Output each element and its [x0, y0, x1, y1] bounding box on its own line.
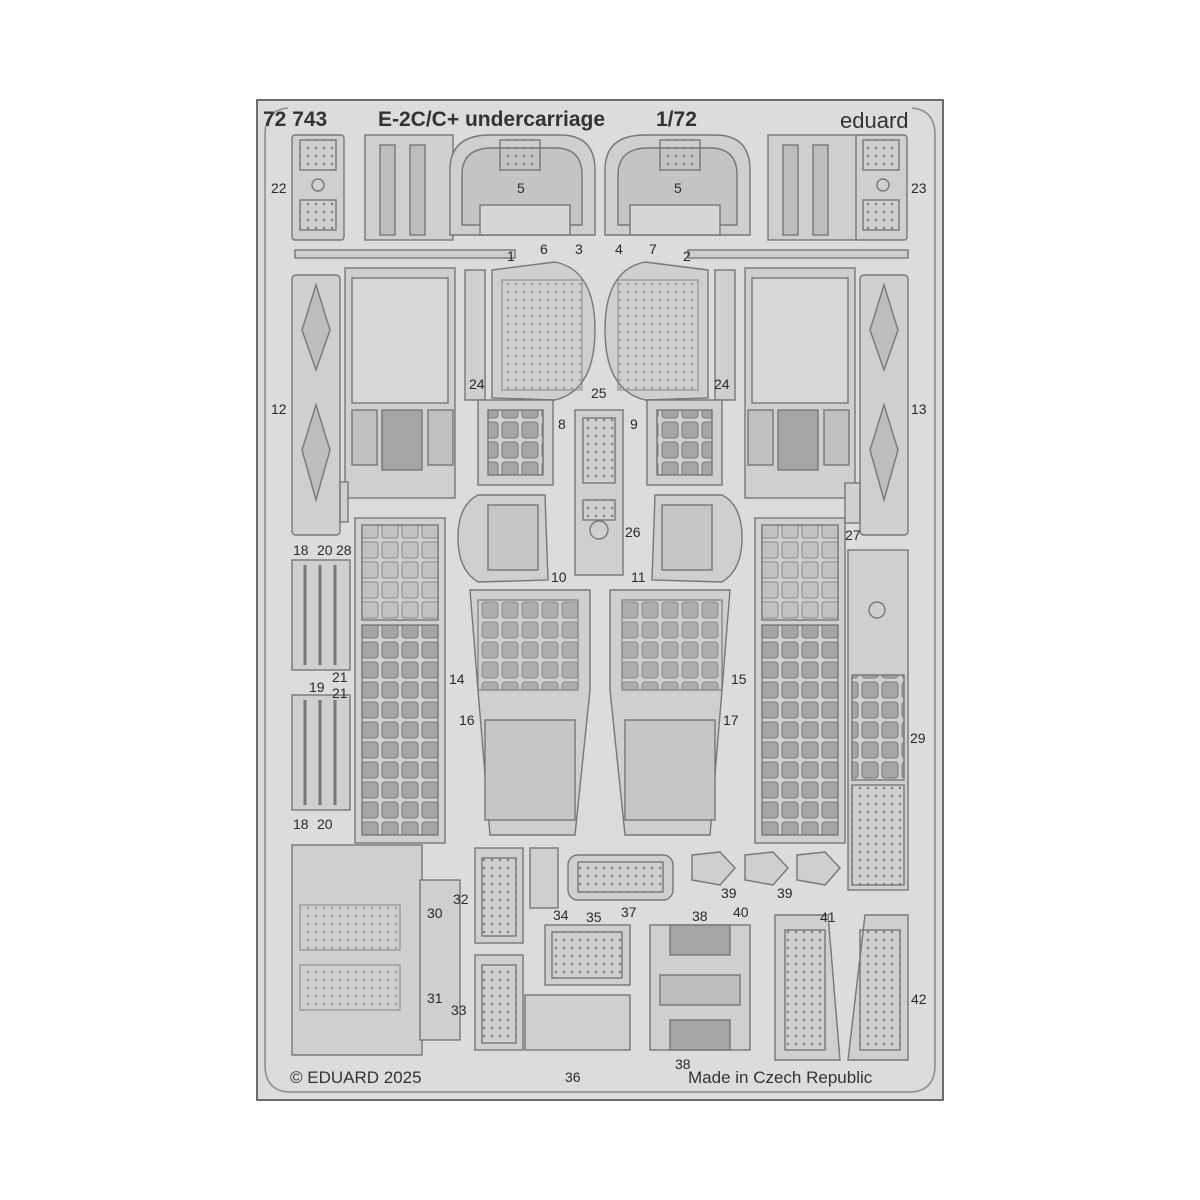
part-number-label: 41 [820, 909, 836, 925]
part-number-label: 17 [723, 712, 739, 728]
part-5-right [604, 134, 751, 236]
part-number-label: 6 [540, 241, 548, 257]
fret-inner-border [264, 107, 936, 1093]
fret-code: 72 743 [263, 108, 328, 131]
part-5-left [449, 134, 596, 236]
fret-title: E-2C/C+ undercarriage [378, 108, 606, 131]
part-38-40 [649, 924, 751, 1051]
part-11 [651, 494, 743, 583]
part-bay-left [344, 267, 456, 499]
part-number-label: 24 [714, 376, 730, 392]
part-number-label: 37 [621, 904, 637, 920]
part-number-label: 10 [551, 569, 567, 585]
part-9 [646, 399, 723, 486]
part-number-label: 21 [332, 669, 348, 685]
part-35 [544, 924, 631, 986]
part-number-label: 33 [451, 1002, 467, 1018]
fret-scale: 1/72 [656, 108, 697, 131]
part-number-label: 3 [575, 241, 583, 257]
part-14 [354, 517, 446, 844]
part-number-label: 32 [453, 891, 469, 907]
part-number-label: 40 [733, 904, 749, 920]
part-27 [844, 482, 861, 524]
part-17 [609, 589, 731, 836]
part-23 [854, 134, 908, 241]
part-22 [291, 134, 345, 241]
part-16 [469, 589, 591, 836]
part-number-label: 29 [910, 730, 926, 746]
part-12 [291, 274, 341, 536]
part-7 [604, 261, 736, 401]
part-number-label: 31 [427, 990, 443, 1006]
part-25-26 [574, 409, 624, 576]
part-number-label: 30 [427, 905, 443, 921]
part-number-label: 28 [336, 542, 352, 558]
part-41 [774, 914, 841, 1061]
part-number-label: 15 [731, 671, 747, 687]
part-number-label: 22 [271, 180, 287, 196]
part-number-label: 35 [586, 909, 602, 925]
part-number-label: 7 [649, 241, 657, 257]
brand-logo: eduard [840, 108, 909, 133]
part-number-label: 4 [615, 241, 623, 257]
part-number-label: 12 [271, 401, 287, 417]
part-42 [847, 914, 909, 1061]
part-number-label: 39 [777, 885, 793, 901]
part-number-label: 21 [332, 685, 348, 701]
part-number-label: 19 [309, 679, 325, 695]
part-18-20 [291, 559, 351, 811]
part-13 [859, 274, 909, 536]
part-number-label: 2 [683, 248, 691, 264]
part-number-label: 34 [553, 907, 569, 923]
part-29 [847, 549, 909, 891]
part-8 [477, 399, 554, 486]
part-number-label: 39 [721, 885, 737, 901]
part-36 [474, 847, 631, 1051]
part-number-label: 20 [317, 542, 333, 558]
part-bay-right [744, 267, 856, 499]
part-30-31 [291, 844, 423, 1056]
part-number-label: 24 [469, 376, 485, 392]
part-15 [754, 517, 846, 844]
part-34 [529, 847, 559, 909]
part-number-label: 5 [674, 180, 682, 196]
origin-text: Made in Czech Republic [688, 1068, 873, 1087]
part-number-label: 27 [845, 527, 861, 543]
copyright-text: © EDUARD 2025 [290, 1068, 422, 1087]
part-28 [339, 481, 349, 523]
part-6 [464, 261, 596, 401]
part-number-label: 13 [911, 401, 927, 417]
part-number-label: 11 [631, 569, 646, 585]
part-32-33 [419, 879, 461, 1041]
part-37 [567, 854, 674, 901]
part-number-label: 25 [591, 385, 607, 401]
part-number-label: 23 [911, 180, 927, 196]
part-number-label: 38 [675, 1056, 691, 1072]
part-number-label: 14 [449, 671, 465, 687]
part-number-label: 20 [317, 816, 333, 832]
part-number-label: 36 [565, 1069, 581, 1085]
part-number-label: 18 [293, 542, 309, 558]
part-10 [457, 494, 549, 583]
part-39 [691, 851, 841, 886]
part-2-bar [687, 134, 909, 259]
part-number-label: 42 [911, 991, 927, 1007]
part-number-label: 9 [630, 416, 638, 432]
part-number-label: 26 [625, 524, 641, 540]
part-number-label: 5 [517, 180, 525, 196]
part-number-label: 8 [558, 416, 566, 432]
part-number-label: 16 [459, 712, 475, 728]
part-number-label: 1 [507, 248, 515, 264]
part-number-label: 38 [692, 908, 708, 924]
part-number-label: 18 [293, 816, 309, 832]
part-1-bar [294, 134, 516, 259]
